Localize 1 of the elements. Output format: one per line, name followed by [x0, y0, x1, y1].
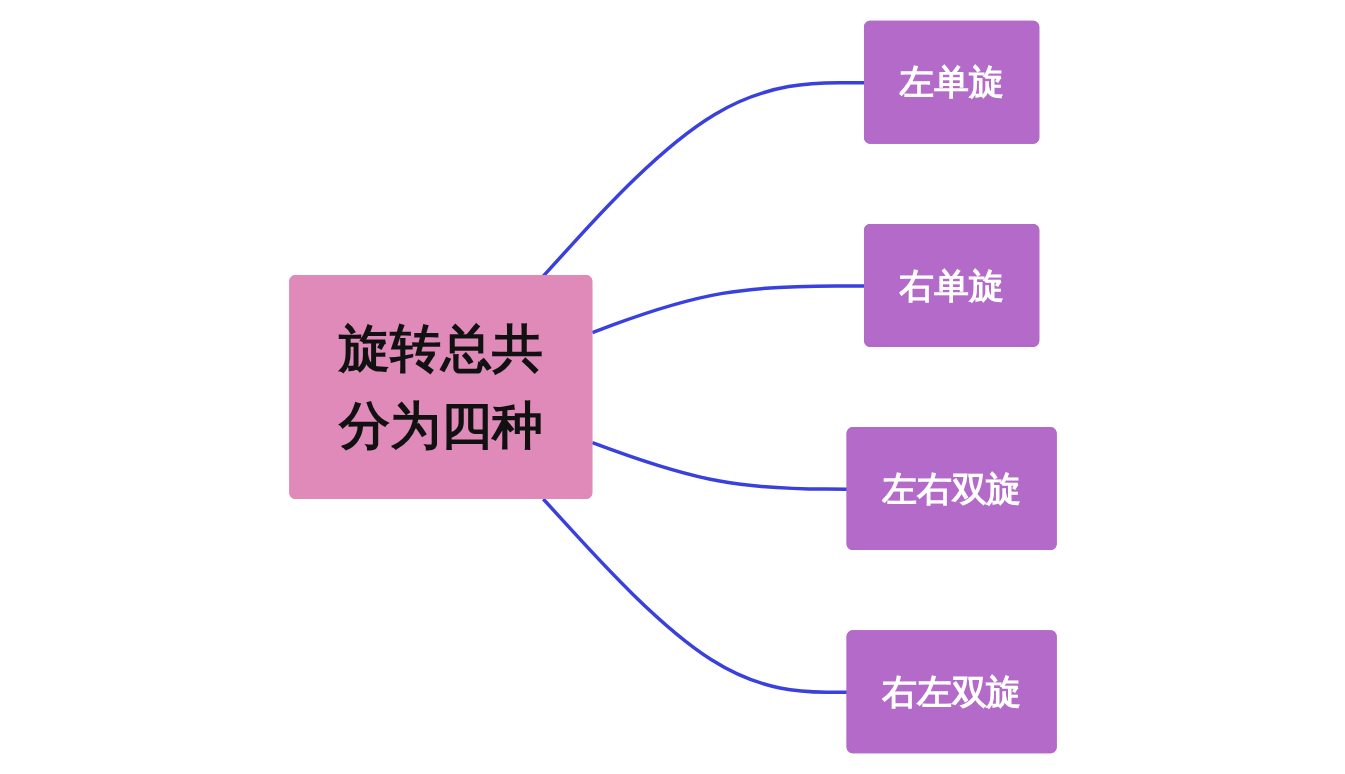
connector: [591, 284, 865, 335]
